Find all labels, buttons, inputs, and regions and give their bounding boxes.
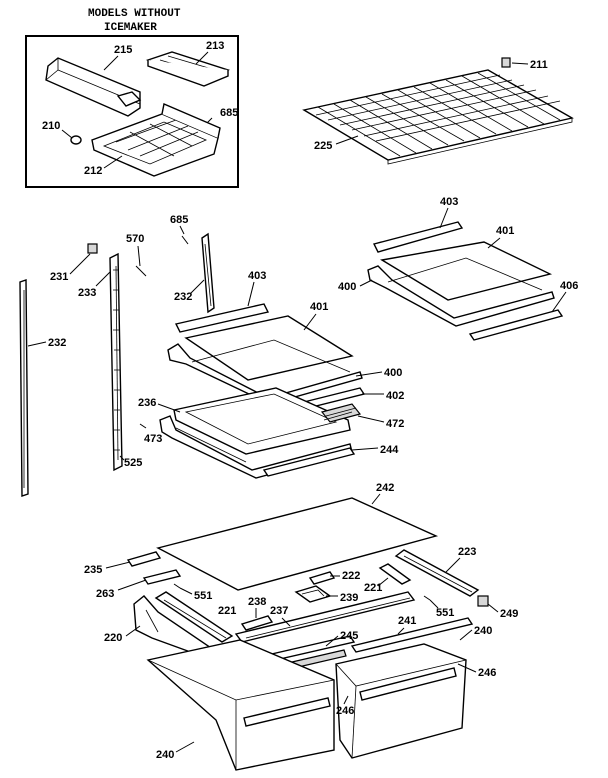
part-239-bracket xyxy=(294,585,332,603)
label-403-middle: 403 xyxy=(248,270,266,282)
part-210 xyxy=(70,135,82,145)
label-236: 236 xyxy=(138,397,156,409)
inset-models-without-icemaker: MODELS WITHOUT ICEMAKER xyxy=(25,8,239,188)
label-233: 233 xyxy=(78,287,96,299)
label-685-inset: 685 xyxy=(220,107,238,119)
part-400-shelf-frame-upper xyxy=(367,257,555,327)
part-213-ice-tray xyxy=(145,51,231,87)
label-473: 473 xyxy=(144,433,162,445)
part-551-screw-right xyxy=(423,595,431,601)
label-239: 239 xyxy=(340,592,358,604)
label-212: 212 xyxy=(84,165,102,177)
label-246-right: 246 xyxy=(478,667,496,679)
label-211: 211 xyxy=(530,59,548,71)
part-211-clip xyxy=(501,57,511,68)
label-685: 685 xyxy=(170,214,188,226)
label-238: 238 xyxy=(248,596,266,608)
label-240-right: 240 xyxy=(474,625,492,637)
part-221-rail-right xyxy=(378,563,412,585)
inset-title-line1: MODELS WITHOUT xyxy=(88,8,181,20)
part-221-rail-left xyxy=(154,591,234,643)
part-249-clip xyxy=(477,595,489,607)
label-235: 235 xyxy=(84,564,102,576)
inset-frame xyxy=(25,35,239,188)
label-249: 249 xyxy=(500,608,518,620)
part-225-wire-shelf xyxy=(302,69,574,165)
label-213: 213 xyxy=(206,40,224,52)
part-222-support xyxy=(308,571,336,585)
label-231: 231 xyxy=(50,271,68,283)
label-551-left: 551 xyxy=(194,590,212,602)
part-403-shelf-trim-upper xyxy=(372,221,464,253)
part-235-cover-support xyxy=(126,551,162,567)
label-400-middle: 400 xyxy=(384,367,402,379)
label-403-upper: 403 xyxy=(440,196,458,208)
label-400-upper: 400 xyxy=(338,281,356,293)
label-246-center: 246 xyxy=(336,705,354,717)
part-232-rail-center xyxy=(201,232,215,314)
label-210: 210 xyxy=(42,120,60,132)
part-233-ladder-rail xyxy=(109,252,123,472)
label-242: 242 xyxy=(376,482,394,494)
label-215: 215 xyxy=(114,44,132,56)
label-551-right: 551 xyxy=(436,607,454,619)
part-685-screw xyxy=(181,235,189,245)
label-225: 225 xyxy=(314,140,332,152)
label-401-middle: 401 xyxy=(310,301,328,313)
label-220: 220 xyxy=(104,632,122,644)
label-232-center: 232 xyxy=(174,291,192,303)
part-403-shelf-trim-middle xyxy=(174,303,270,333)
label-241: 241 xyxy=(398,615,416,627)
part-406-shelf-trim xyxy=(468,309,564,341)
part-551-screw-left xyxy=(173,583,181,589)
label-221-left: 221 xyxy=(218,605,236,617)
part-473-screw xyxy=(139,423,147,429)
label-263: 263 xyxy=(96,588,114,600)
label-221-right: 221 xyxy=(364,582,382,594)
part-263-rail-left xyxy=(142,569,182,585)
label-472: 472 xyxy=(386,418,404,430)
part-401-glass-middle xyxy=(184,315,354,381)
part-232-rail-far-left xyxy=(19,279,29,497)
part-236-drawer-cover-frame xyxy=(173,387,362,455)
part-238-slide xyxy=(240,615,274,631)
inset-title-line2: ICEMAKER xyxy=(104,22,157,34)
label-402: 402 xyxy=(386,390,404,402)
part-570-screw xyxy=(135,265,147,277)
part-215-ice-bin xyxy=(45,57,142,117)
label-240-left: 240 xyxy=(156,749,174,761)
part-240-crisper-pan-right xyxy=(335,643,467,759)
label-525: 525 xyxy=(124,457,142,469)
part-242-crisper-cover-glass xyxy=(156,497,439,591)
label-223: 223 xyxy=(458,546,476,558)
part-241-slide-rail xyxy=(350,617,474,653)
label-401-upper: 401 xyxy=(496,225,514,237)
part-231-clip xyxy=(87,243,98,254)
label-237: 237 xyxy=(270,605,288,617)
label-222: 222 xyxy=(342,570,360,582)
part-212-ice-bin-frame xyxy=(91,103,221,177)
part-244-drawer-frame xyxy=(159,415,356,479)
label-244: 244 xyxy=(380,444,399,456)
label-232-left: 232 xyxy=(48,337,66,349)
label-570: 570 xyxy=(126,233,144,245)
part-401-glass-upper xyxy=(380,241,553,301)
part-240-crisper-pan-left xyxy=(146,639,335,771)
label-406: 406 xyxy=(560,280,578,292)
part-223-cover-rail-right xyxy=(394,549,480,597)
label-245: 245 xyxy=(340,630,358,642)
